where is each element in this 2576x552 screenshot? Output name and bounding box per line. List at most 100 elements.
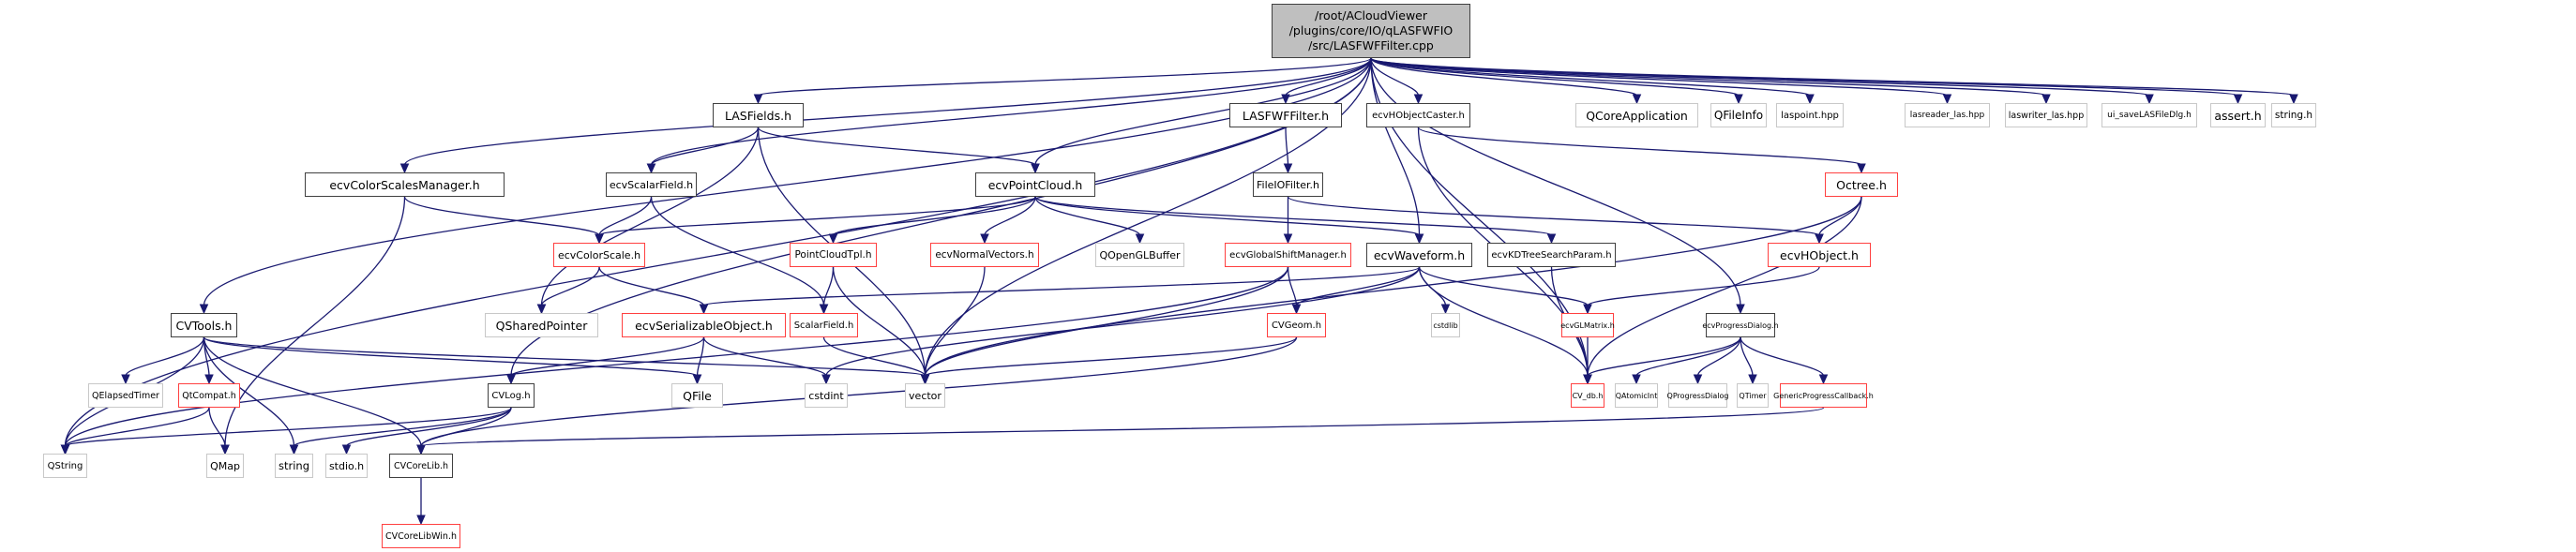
node-FileIOFilter-h[interactable]: FileIOFilter.h <box>1253 172 1323 197</box>
node-CVCoreLibWin-h[interactable]: CVCoreLibWin.h <box>382 524 460 548</box>
edge-ecvWaveform-to-ecvGLMatrix <box>1418 266 1589 306</box>
arrowhead-CVCoreLib-to-CVCoreLibWin <box>416 515 426 526</box>
edge-CVLog-to-CVCoreLib <box>420 407 512 447</box>
node-QFile: QFile <box>671 383 723 408</box>
node-laswriter_las-hpp: laswriter_las.hpp <box>2005 103 2087 127</box>
edge-ecvHObjectCaster-to-Octree <box>1417 127 1862 166</box>
arrowhead-ecvHObjectCaster-to-Octree <box>1857 163 1866 174</box>
arrowhead-ecvWaveform-to-CVGeom <box>1291 304 1302 315</box>
node-QtCompat-h[interactable]: QtCompat.h <box>178 383 240 408</box>
node-ecvPointCloud-h[interactable]: ecvPointCloud.h <box>975 172 1095 197</box>
edge-ecvWaveform-to-ecvSerializableObject <box>702 266 1421 306</box>
node-label: QString <box>47 460 83 471</box>
node-vector: vector <box>905 383 945 408</box>
root-label-line-1: /root/ACloudViewer <box>1314 8 1427 22</box>
node-ecvHObjectCaster-h[interactable]: ecvHObjectCaster.h <box>1366 103 1470 127</box>
edge-ecvColorScalesManager-to-QMap <box>224 196 406 447</box>
node-ecvColorScalesManager-h[interactable]: ecvColorScalesManager.h <box>305 172 505 197</box>
edge-ecvProgressDialog-to-QProgressDialog <box>1696 336 1741 377</box>
node-QMap: QMap <box>206 454 244 478</box>
edge-ecvGlobalShiftManager-to-vector <box>924 266 1289 377</box>
node-label: CVTools.h <box>175 318 233 333</box>
arrowhead-ecvProgressDialog-to-GenericProgressCallback <box>1818 374 1829 385</box>
node-ecvGlobalShiftManager-h[interactable]: ecvGlobalShiftManager.h <box>1225 243 1351 267</box>
node-label: lasreader_las.hpp <box>1909 111 1985 120</box>
node-label: ecvColorScalesManager.h <box>329 177 480 192</box>
edge-CVLog-to-stdio <box>345 407 512 447</box>
edge-ecvColorScale-to-QSharedPointer <box>540 266 600 306</box>
edge-root-to-QCoreApplication <box>1370 57 1638 97</box>
node-label: PointCloudTpl.h <box>794 249 872 261</box>
node-CVGeom-h[interactable]: CVGeom.h <box>1267 313 1326 337</box>
arrowhead-root-to-ecvColorScalesManager <box>399 163 410 174</box>
edge-LASFields-to-ecvScalarField <box>650 127 760 166</box>
node-label: stdio.h <box>328 459 365 472</box>
node-label: CVCoreLib.h <box>393 460 449 471</box>
node-label: cstdint <box>808 389 844 402</box>
node-QElapsedTimer: QElapsedTimer <box>88 383 163 408</box>
node-label: ecvGlobalShiftManager.h <box>1229 249 1347 261</box>
arrowhead-CVGeom-to-vector <box>920 374 930 385</box>
node-label: QOpenGLBuffer <box>1099 248 1181 261</box>
edge-ecvPointCloud-to-ecvKDTreeSearchParam <box>1034 196 1553 236</box>
edge-ScalarField-to-vector <box>822 336 926 377</box>
node-label: QAtomicInt <box>1615 391 1658 400</box>
node-GenericProgressCallback-h[interactable]: GenericProgressCallback.h <box>1773 383 1874 408</box>
node-label: Octree.h <box>1836 177 1887 192</box>
arrowhead-LASFields-to-ecvScalarField <box>646 163 656 174</box>
node-ecvProgressDialog-h[interactable]: ecvProgressDialog.h <box>1702 313 1779 337</box>
arrowhead-ecvPointCloud-to-QOpenGLBuffer <box>1135 233 1145 245</box>
edge-LASFields-to-ecvPointCloud <box>757 127 1036 166</box>
node-label: ui_saveLASFileDlg.h <box>2107 111 2192 120</box>
node-ecvWaveform-h[interactable]: ecvWaveform.h <box>1366 243 1472 267</box>
node-label: ecvGLMatrix.h <box>1560 321 1615 330</box>
arrowhead-root-to-LASFields <box>753 94 763 105</box>
arrowhead-ecvProgressDialog-to-QAtomicInt <box>1632 374 1641 385</box>
edge-root-to-lasreader_las <box>1370 57 1949 97</box>
edge-ecvPointCloud-to-PointCloudTpl <box>832 196 1036 236</box>
node-ecvGLMatrix-h[interactable]: ecvGLMatrix.h <box>1560 313 1615 337</box>
node-CVCoreLib-h[interactable]: CVCoreLib.h <box>389 454 453 478</box>
node-LASFields-h[interactable]: LASFields.h <box>713 103 804 127</box>
edge-root-to-laswriter_las <box>1370 57 2047 97</box>
edge-QtCompat-to-QMap <box>208 407 226 447</box>
arrowhead-ecvHObject-to-ecvGLMatrix <box>1583 304 1592 315</box>
arrowhead-root-to-ui_saveLASFileDlg <box>2145 94 2154 105</box>
edge-root-to-laspoint <box>1370 57 1811 97</box>
node-ecvScalarField-h[interactable]: ecvScalarField.h <box>606 172 697 197</box>
node-Octree-h[interactable]: Octree.h <box>1825 172 1898 197</box>
node-ScalarField-h[interactable]: ScalarField.h <box>790 313 858 337</box>
node-PointCloudTpl-h[interactable]: PointCloudTpl.h <box>790 243 877 267</box>
node-CVLog-h[interactable]: CVLog.h <box>488 383 535 408</box>
node-label: LASFields.h <box>725 108 791 123</box>
arrowhead-root-to-string_h <box>2289 94 2298 105</box>
node-label: ecvColorScale.h <box>557 248 641 261</box>
node-ecvNormalVectors-h[interactable]: ecvNormalVectors.h <box>930 243 1039 267</box>
edge-ecvNormalVectors-to-vector <box>924 266 986 377</box>
arrowhead-ecvSerializableObject-to-QFile <box>692 374 702 385</box>
node-ecvKDTreeSearchParam-h[interactable]: ecvKDTreeSearchParam.h <box>1487 243 1616 267</box>
edge-FileIOFilter-to-ecvHObject <box>1287 196 1820 236</box>
edge-Octree-to-vector <box>924 196 1862 377</box>
arrowhead-GenericProgressCallback-to-CVCoreLib <box>416 444 426 455</box>
node-label: string <box>278 459 309 472</box>
edge-root-to-ecvWaveform <box>1370 57 1421 236</box>
node-QAtomicInt: QAtomicInt <box>1615 383 1658 408</box>
node-ecvSerializableObject-h[interactable]: ecvSerializableObject.h <box>622 313 786 337</box>
node-label: ecvPointCloud.h <box>987 177 1083 192</box>
edge-ecvPointCloud-to-ecvWaveform <box>1034 196 1421 236</box>
arrowhead-LASFields-to-ecvPointCloud <box>1031 163 1040 174</box>
node-ecvHObject-h[interactable]: ecvHObject.h <box>1768 243 1871 267</box>
node-ecvColorScale-h[interactable]: ecvColorScale.h <box>553 243 645 267</box>
node-label: CVCoreLibWin.h <box>385 530 457 542</box>
arrowhead-root-to-ecvHObjectCaster <box>1413 94 1424 105</box>
edge-ecvProgressDialog-to-QTimer <box>1740 336 1754 377</box>
node-label: ecvHObjectCaster.h <box>1372 110 1465 121</box>
node-CVTools-h[interactable]: CVTools.h <box>171 313 237 337</box>
arrowhead-root-to-laspoint <box>1805 94 1815 105</box>
node-label: vector <box>909 389 942 402</box>
node-label: string.h <box>2274 110 2313 121</box>
edge-ecvProgressDialog-to-CV_db <box>1587 336 1741 377</box>
node-CV_db-h[interactable]: CV_db.h <box>1571 383 1604 408</box>
node-LASFWFFilter-h[interactable]: LASFWFFilter.h <box>1229 103 1342 127</box>
